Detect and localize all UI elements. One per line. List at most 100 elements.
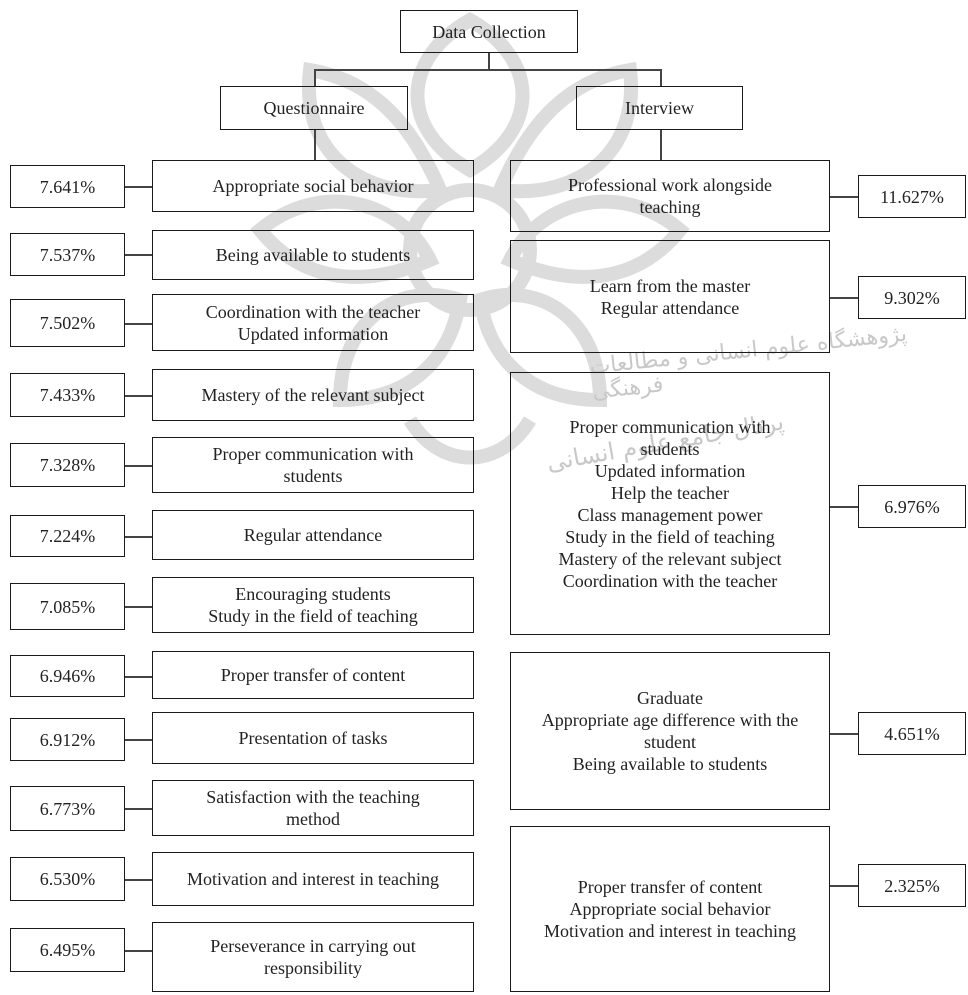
i-item-line: Mastery of the relevant subject [558,548,782,569]
i-item-line: Motivation and interest in teaching [544,921,796,941]
q-connector [125,879,152,881]
q-connector [125,395,152,397]
i-item-line: Coordination with the teacher [562,570,778,591]
q-item-line: Satisfaction with the teaching [206,787,420,807]
connector-top-bar [314,69,661,71]
connector-to-interview [660,69,662,86]
q-item-line: Regular attendance [243,525,383,545]
q-percent: 6.773% [39,798,96,819]
q-item-line: Motivation and interest in teaching [187,869,439,889]
i-item-box: Proper transfer of content Appropriate s… [510,826,830,992]
i-percent: 4.651% [884,723,940,744]
i-percent-box: 11.627% [858,175,966,218]
interview-node: Interview [576,86,743,130]
q-percent-box: 6.530% [10,857,125,901]
q-percent-box: 7.328% [10,443,125,487]
i-percent: 2.325% [884,875,940,896]
i-percent: 9.302% [884,287,940,308]
q-percent: 7.085% [39,596,96,617]
q-percent: 6.495% [39,940,96,960]
i-connector [830,885,858,887]
i-item-line: Proper communication with [569,416,771,437]
i-item-line: Professional work alongside [568,175,772,195]
q-percent: 6.530% [39,869,96,889]
i-percent-box: 2.325% [858,864,966,907]
i-connector [830,297,858,299]
i-item-line: Help the teacher [611,482,729,503]
connector-to-questionnaire [314,69,316,86]
q-connector [125,323,152,325]
q-connector [125,676,152,678]
connector-questionnaire-down [314,130,316,160]
i-percent-box: 6.976% [858,485,966,528]
i-percent-box: 4.651% [858,712,966,755]
i-item-line: Updated information [594,460,746,481]
q-item-line: Study in the field of teaching [208,606,418,626]
i-item-line: Appropriate age difference with the [541,710,799,730]
q-percent: 7.502% [39,313,96,333]
q-connector [125,465,152,467]
q-percent: 7.537% [39,244,96,265]
q-item-box: Presentation of tasks [152,712,474,764]
q-percent-box: 7.085% [10,583,125,630]
q-percent-box: 6.495% [10,928,125,972]
i-item-line: Learn from the master [589,275,751,296]
i-percent-box: 9.302% [858,276,966,319]
i-item-line: Study in the field of teaching [565,526,775,547]
q-connector [125,808,152,810]
q-percent-box: 6.946% [10,655,125,697]
i-connector [830,733,858,735]
q-item-line: responsibility [263,958,362,978]
q-connector [125,186,152,188]
q-connector [125,739,152,741]
q-connector [125,606,152,608]
i-item-box: Graduate Appropriate age difference with… [510,652,830,810]
data-collection-label: Data Collection [432,21,546,42]
q-item-line: Coordination with the teacher [205,301,421,322]
q-percent: 7.328% [39,455,96,475]
i-item-line: Class management power [577,504,763,525]
q-item-box: Regular attendance [152,510,474,560]
questionnaire-node: Questionnaire [220,86,408,130]
q-item-line: students [283,466,343,486]
q-item-line: Appropriate social behavior [212,176,414,196]
i-item-line: students [640,438,700,459]
i-percent: 11.627% [880,186,944,207]
i-item-line: Appropriate social behavior [569,899,771,919]
q-percent-box: 7.641% [10,165,125,208]
data-collection-node: Data Collection [400,10,578,53]
q-percent: 6.912% [39,729,96,750]
q-percent-box: 7.502% [10,299,125,347]
q-connector [125,254,152,256]
q-item-box: Appropriate social behavior [152,160,474,212]
q-item-box: Being available to students [152,230,474,280]
i-item-line: Proper transfer of content [577,877,763,897]
i-item-line: teaching [639,197,701,217]
i-item-line: Graduate [637,688,703,708]
q-item-box: Proper transfer of content [152,651,474,699]
q-percent-box: 6.773% [10,786,125,831]
q-item-line: Presentation of tasks [238,728,388,748]
questionnaire-label: Questionnaire [263,98,365,118]
q-item-line: Perseverance in carrying out [210,936,416,956]
q-connector [125,536,152,538]
q-percent-box: 6.912% [10,718,125,761]
i-item-line: Regular attendance [600,297,740,318]
q-percent: 7.641% [39,176,96,197]
q-percent: 7.433% [39,385,96,405]
q-item-line: Encouraging students [235,584,391,604]
q-item-line: Proper transfer of content [220,665,406,685]
q-item-line: Proper communication with [212,444,414,464]
q-percent-box: 7.537% [10,233,125,276]
connector-interview-down [660,130,662,160]
q-connector [125,950,152,952]
i-item-line: student [644,732,696,752]
q-percent: 6.946% [39,666,96,686]
connector-root-down [488,53,490,69]
